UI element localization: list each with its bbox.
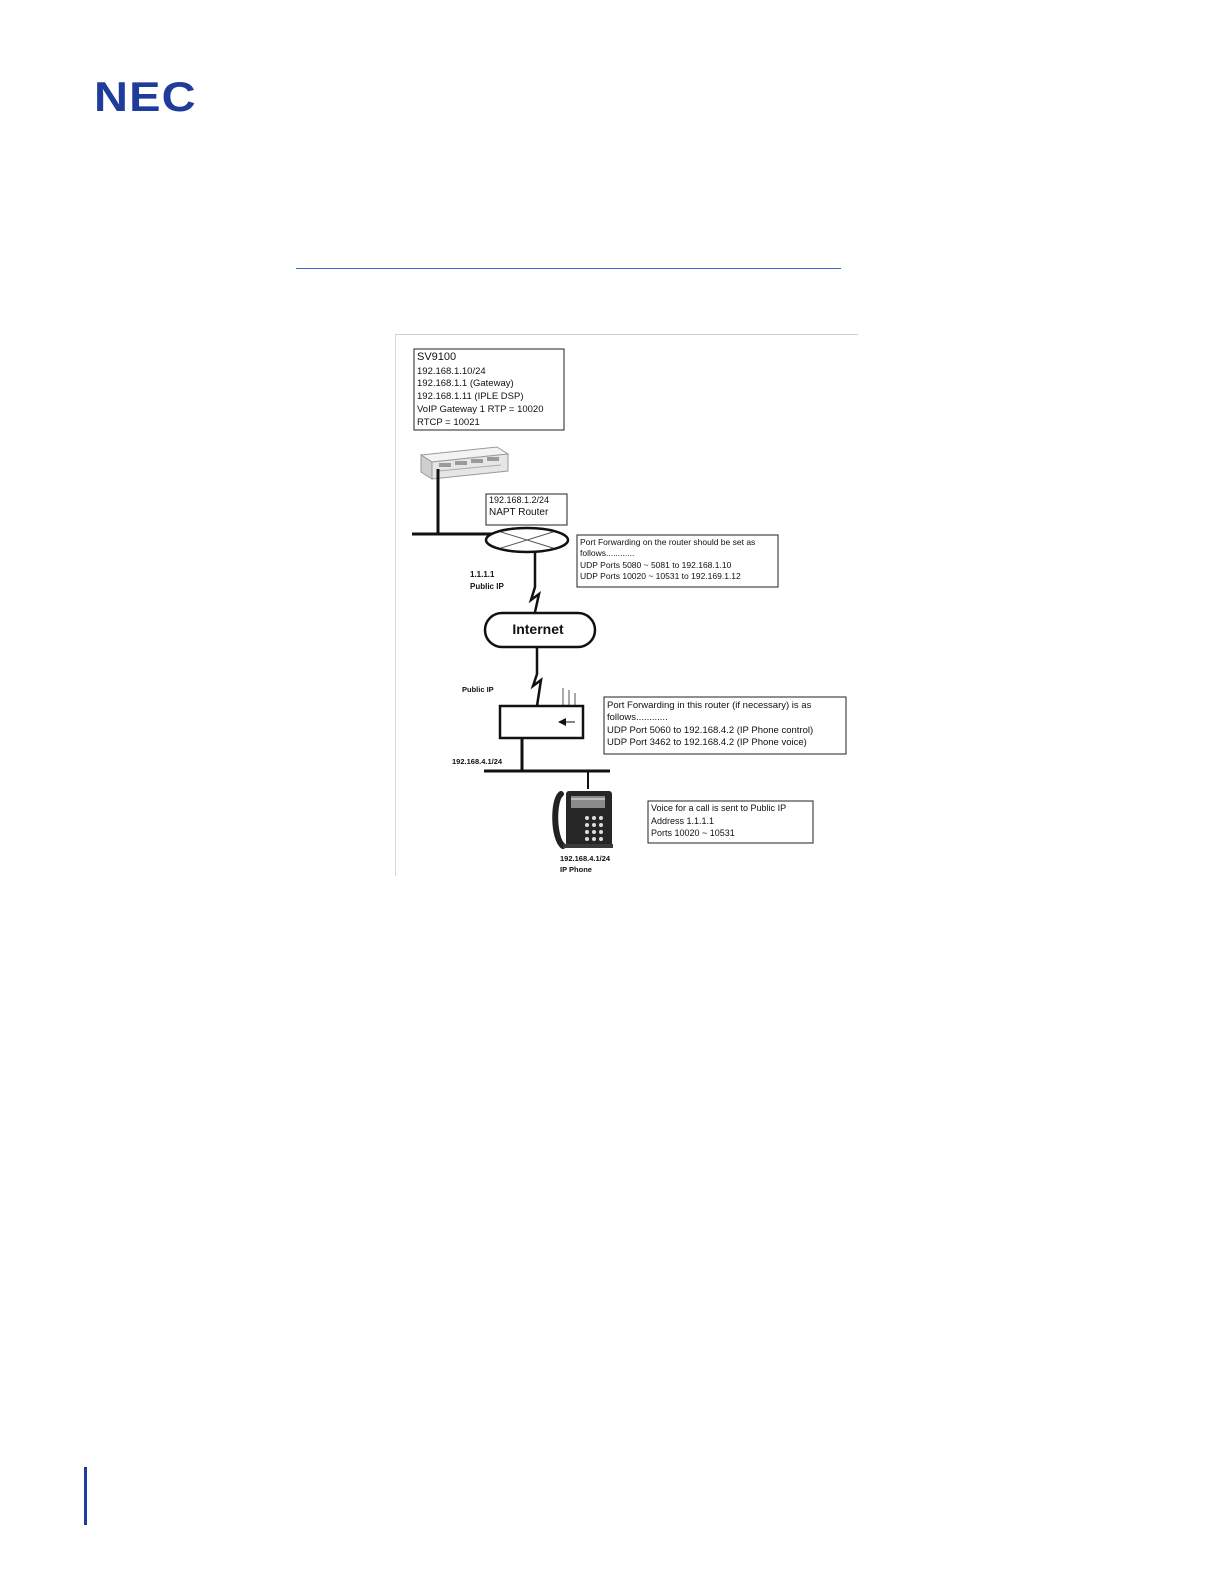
router-icon [484, 526, 570, 554]
sv9100-line: RTCP = 10021 [417, 417, 480, 428]
port-forwarding-main-box: Port Forwarding on the router should be … [576, 534, 779, 588]
internet-cloud-icon: Internet [483, 611, 597, 649]
pf-remote-line: UDP Port 5060 to 192.168.4.2 (IP Phone c… [607, 725, 813, 736]
pf-remote-line: follows............ [607, 712, 668, 723]
sv9100-line: 192.168.1.10/24 [417, 366, 486, 377]
heading-rule [296, 268, 841, 269]
pf-main-line: UDP Ports 10020 ~ 10531 to 192.169.1.12 [580, 571, 741, 581]
wan-link-top [528, 553, 541, 613]
pbx-unit-icon [419, 446, 510, 480]
internet-label: Internet [512, 621, 564, 637]
footer-accent-bar [84, 1467, 87, 1525]
ip-phone-icon [552, 791, 613, 849]
pf-remote-line: Port Forwarding in this router (if neces… [607, 700, 812, 711]
voice-info-box: Voice for a call is sent to Public IP Ad… [647, 800, 814, 844]
public-ip-remote-label: Public IP [462, 685, 494, 694]
pf-main-line: follows............ [580, 548, 634, 558]
nec-logo: NEC [94, 73, 197, 120]
sv9100-line: VoIP Gateway 1 RTP = 10020 [417, 404, 544, 415]
sv9100-line: 192.168.1.1 (Gateway) [417, 378, 514, 389]
voice-line: Voice for a call is sent to Public IP [651, 803, 786, 813]
napt-router-ip: 192.168.1.2/24 [489, 495, 549, 505]
voice-line: Address 1.1.1.1 [651, 816, 714, 826]
pf-main-line: Port Forwarding on the router should be … [580, 537, 755, 547]
voice-line: Ports 10020 ~ 10531 [651, 828, 735, 838]
pf-main-line: UDP Ports 5080 ~ 5081 to 192.168.1.10 [580, 560, 732, 570]
ip-phone-address: 192.168.4.1/24 [560, 854, 611, 863]
network-diagram: SV9100 192.168.1.10/24 192.168.1.1 (Gate… [395, 334, 858, 876]
pf-remote-line: UDP Port 3462 to 192.168.4.2 (IP Phone v… [607, 737, 807, 748]
sv9100-line: 192.168.1.11 (IPLE DSP) [417, 391, 524, 402]
port-forwarding-remote-box: Port Forwarding in this router (if neces… [603, 696, 847, 755]
remote-lan-label: 192.168.4.1/24 [452, 757, 503, 766]
public-ip-main-address: 1.1.1.1 [470, 570, 495, 579]
sv9100-title: SV9100 [417, 351, 456, 363]
sv9100-info-box: SV9100 192.168.1.10/24 192.168.1.1 (Gate… [413, 348, 565, 431]
napt-router-box: 192.168.1.2/24 NAPT Router [485, 493, 568, 526]
napt-router-label: NAPT Router [489, 507, 549, 518]
public-ip-main-label: Public IP [470, 582, 504, 591]
wan-link-bottom [530, 647, 543, 707]
ip-phone-label: IP Phone [560, 865, 592, 874]
remote-router-icon [498, 704, 585, 740]
